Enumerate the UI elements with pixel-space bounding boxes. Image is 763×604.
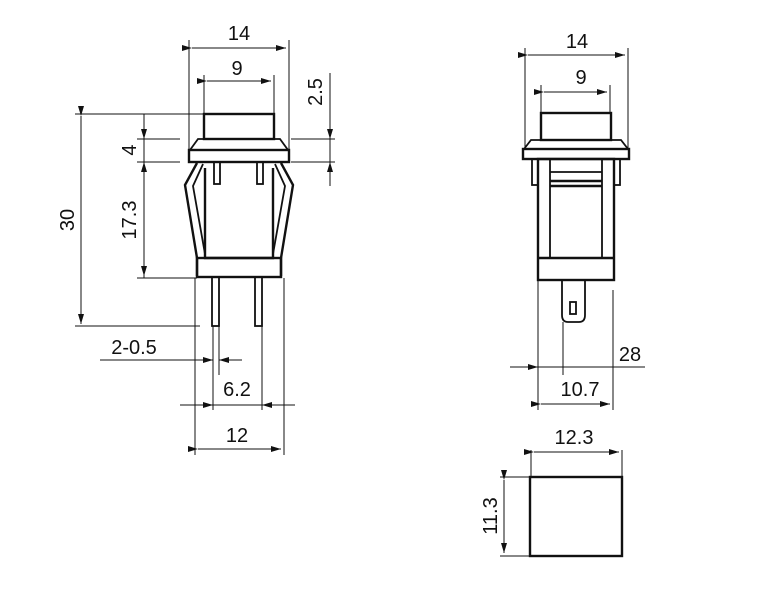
flange-bevel	[188, 138, 290, 151]
front-view: 14 9 2.5 4 17.3 30 2-0.5 6.2 12	[57, 23, 335, 455]
switch-base	[195, 256, 283, 279]
dim-front-flange-thickness: 4	[119, 144, 141, 155]
dim-front-base-width: 12	[226, 425, 248, 447]
dim-side-button-width: 9	[575, 67, 586, 89]
panel-cutout-view: 12.3 11.3	[480, 427, 624, 558]
side-view: 14 9 28 10.7	[510, 31, 645, 410]
pin-right	[254, 276, 263, 327]
flange	[187, 148, 291, 164]
side-body	[536, 157, 616, 282]
dim-front-top-width: 14	[228, 23, 250, 45]
dim-side-total-height: 28	[619, 344, 641, 366]
dim-front-pin-spacing: 6.2	[223, 379, 251, 401]
cutout-rectangle	[528, 475, 624, 558]
dim-cutout-width: 12.3	[555, 427, 594, 449]
dim-front-pin-spec: 2-0.5	[111, 337, 157, 359]
dim-cutout-height: 11.3	[480, 497, 502, 534]
side-terminal	[561, 280, 586, 323]
button-cap	[202, 112, 276, 141]
dim-front-total-height: 30	[57, 209, 79, 231]
dim-front-body-height: 17.3	[119, 201, 141, 240]
side-button-cap	[539, 111, 613, 142]
side-flange	[521, 147, 631, 161]
dim-front-button-width: 9	[231, 58, 242, 80]
dim-side-top-width: 14	[566, 31, 588, 53]
dim-side-base-width: 10.7	[561, 379, 600, 401]
pin-left	[211, 276, 220, 327]
dim-front-button-height: 2.5	[305, 78, 327, 106]
